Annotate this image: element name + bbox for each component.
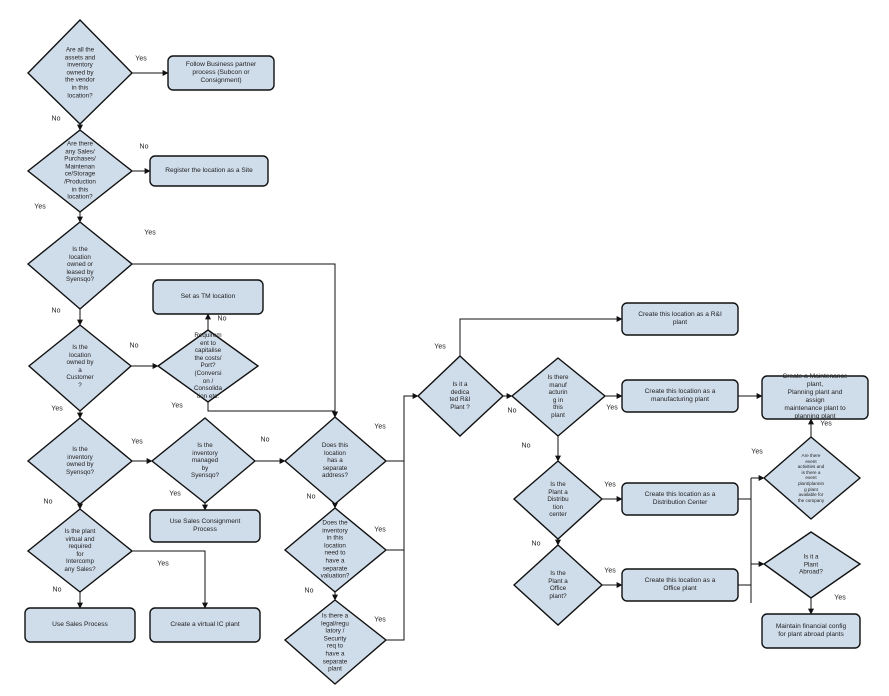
diamond-inv-owned — [26, 417, 134, 505]
diamond-owned-customer — [27, 324, 133, 412]
edge-capitalise-to-sepaddress — [207, 402, 338, 418]
rect-rnd — [621, 302, 739, 336]
rect-virtual-ic — [149, 607, 261, 643]
diamond-inv-managed — [150, 417, 257, 504]
edge-distplant-to-join — [738, 498, 752, 603]
edge-sepaddress-to-rnd — [386, 393, 419, 462]
rect-site — [149, 155, 269, 187]
diamond-abroad — [762, 531, 862, 599]
rect-consignment — [149, 509, 261, 543]
decisions — [26, 19, 862, 685]
rect-office — [621, 568, 739, 602]
diamond-capitalise — [156, 329, 260, 403]
diamond-rnd — [416, 355, 505, 437]
diamond-sep-valuation — [283, 507, 388, 593]
diamond-manufacturing — [510, 357, 607, 437]
rect-manufacturing — [621, 379, 739, 413]
diamond-events — [762, 436, 862, 520]
rect-tm — [152, 279, 264, 315]
processes — [24, 55, 869, 649]
edge-sepvaluation-to-join — [386, 461, 405, 551]
rect-distribution — [621, 482, 739, 516]
edge-virtual-to-virtualic — [110, 550, 208, 609]
diamond-assets — [27, 19, 133, 125]
diamond-distribution — [512, 460, 604, 540]
diamond-virtual — [26, 508, 134, 593]
diamond-sales — [26, 129, 134, 213]
rect-maintenance — [761, 375, 869, 420]
diamond-office — [512, 544, 604, 626]
edges — [77, 70, 814, 641]
rect-sales-process — [24, 607, 136, 643]
rect-partner — [167, 55, 275, 91]
edge-owned-to-sepaddress — [110, 263, 338, 418]
edge-rnd-to-rndplant — [459, 316, 623, 356]
rect-financial — [761, 613, 861, 649]
diamond-owned-syensqo — [26, 221, 134, 310]
diamond-sep-address — [283, 416, 388, 505]
diamond-legal — [283, 599, 388, 685]
edge-legal-to-join — [386, 550, 405, 641]
